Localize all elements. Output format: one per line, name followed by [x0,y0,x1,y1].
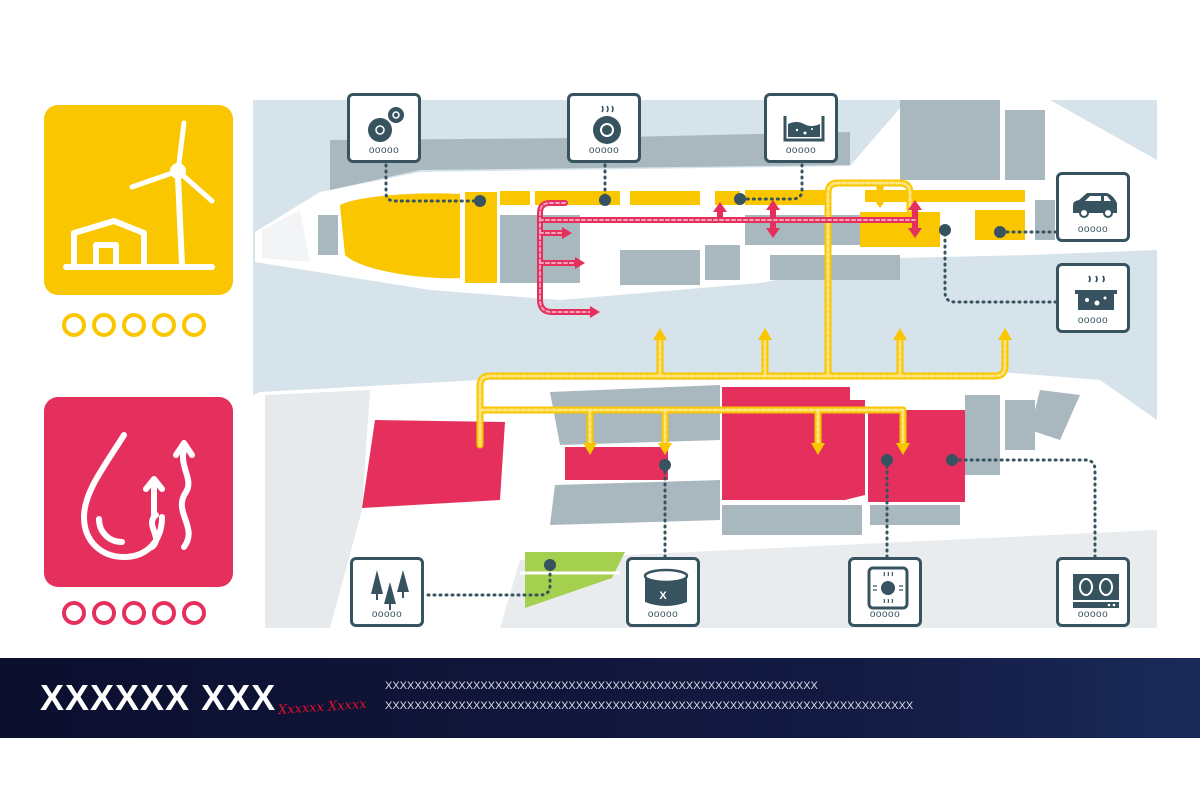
lower-left-area [265,390,370,628]
box-label: ooooo [1077,224,1109,235]
footer-text-line-2: XXXXXXXXXXXXXXXXXXXXXXXXXXXXXXXXXXXXXXXX… [385,700,914,712]
yellow-zones [340,190,1025,283]
box-label: ooooo [371,609,403,620]
trees-icon [371,570,409,610]
trees-box[interactable]: ooooo [350,557,424,627]
tank-liquid-box[interactable]: ooooo [764,93,838,163]
upper-light-area [262,210,310,262]
hot-bath-icon [1075,275,1117,310]
tank-mark: X [659,590,667,602]
box-label: ooooo [869,609,901,620]
box-label: ooooo [1077,315,1109,326]
stove-icon [1073,574,1119,608]
footer-text-line-1: XXXXXXXXXXXXXXXXXXXXXXXXXXXXXXXXXXXXXXXX… [385,680,818,692]
footer-banner: XXXXXX XXX Xxxxxx Xxxxx XXXXXXXXXXXXXXXX… [0,658,1200,738]
heat-water-rating [62,601,206,625]
lower-blocks [550,385,1080,535]
hot-disc-icon [593,105,621,144]
footer-title: XXXXXX XXX [40,677,277,718]
wind-energy-rating [62,313,206,337]
hot-disc-box[interactable]: ooooo [567,93,641,163]
heat-pipes-red [537,200,922,318]
heater-box[interactable]: ooooo [848,557,922,627]
wind-turbine-house-icon [63,120,215,270]
stove-box[interactable]: ooooo [1056,557,1130,627]
box-label: ooooo [1077,609,1109,620]
gears-box[interactable]: ooooo [347,93,421,163]
storage-tank-icon [643,568,689,606]
wind-energy-tile [44,105,233,295]
hot-bath-box[interactable]: ooooo [1056,263,1130,333]
box-label: ooooo [368,145,400,156]
box-label: ooooo [647,609,679,620]
box-label: ooooo [785,145,817,156]
storage-tank-box[interactable]: X ooooo [626,557,700,627]
car-icon [1073,193,1117,218]
footer-signature: Xxxxxx Xxxxx [277,696,368,719]
heater-icon [867,566,909,610]
gears-icon [368,107,404,142]
water-drop-heat-icon [81,432,195,560]
site-map [253,100,1157,628]
car-box[interactable]: ooooo [1056,172,1130,242]
tank-liquid-icon [783,116,825,142]
box-label: ooooo [588,145,620,156]
heat-water-tile [44,397,233,587]
heat-pipes-yellow [476,179,1012,455]
connector-nodes [474,193,1006,571]
